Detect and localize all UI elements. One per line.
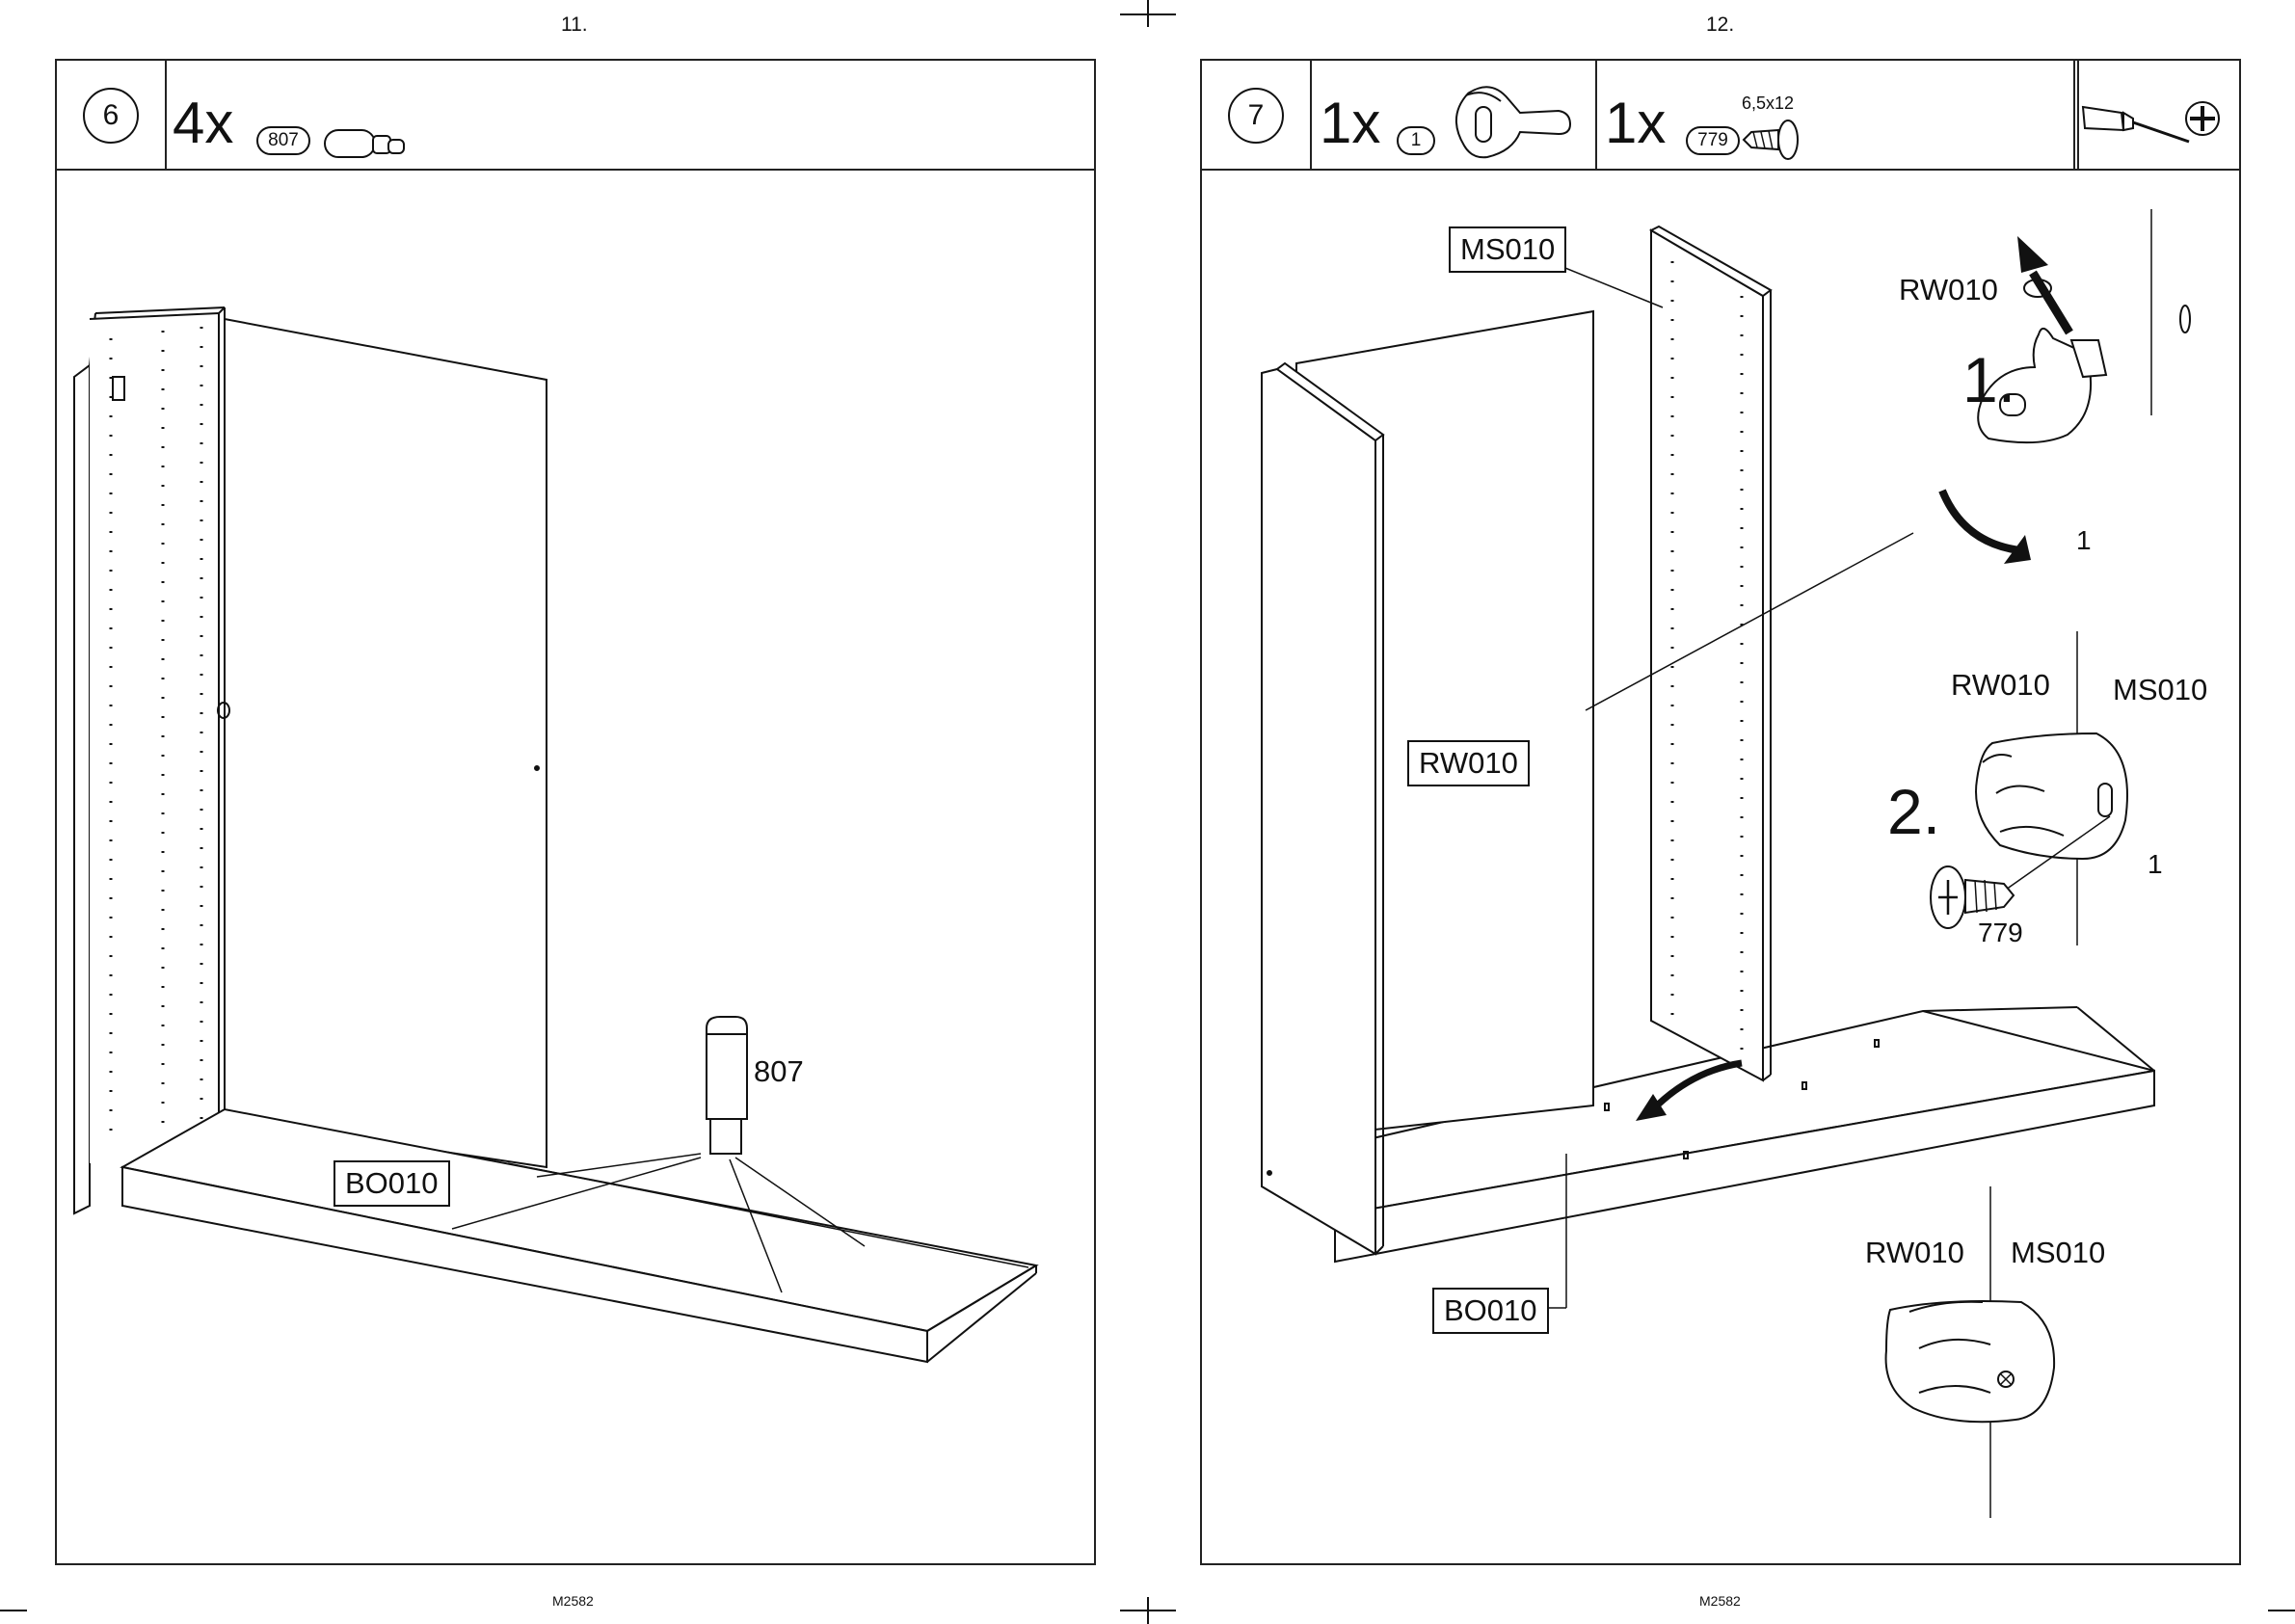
detail2-divider-label: MS010: [2113, 673, 2207, 707]
crop-mark-right: [2268, 1610, 2295, 1611]
page-number: 11.: [561, 13, 588, 37]
detail2-connector-label: 1: [2148, 849, 2163, 880]
detail3-divider-label: MS010: [2011, 1236, 2105, 1270]
back-panel: [225, 319, 547, 1167]
detail3-back-panel-label: RW010: [1865, 1236, 1964, 1270]
detail1-back-panel-label: RW010: [1899, 273, 1998, 307]
detail1-step-label: 1.: [1962, 343, 2015, 416]
bottom-panel-label: BO010: [1432, 1288, 1549, 1334]
page-footer: M2582: [1699, 1593, 1741, 1609]
detail2-step-label: 2.: [1887, 775, 1940, 848]
side-panel: [74, 365, 90, 1213]
dowel-label: 807: [754, 1054, 804, 1089]
back-panel-label: RW010: [1407, 740, 1530, 786]
page-number: 12.: [1706, 13, 1734, 37]
assembly-drawing-step7: [1200, 59, 2237, 1561]
middle-divider-label: MS010: [1449, 226, 1566, 273]
crop-mark-left: [0, 1610, 27, 1611]
crop-mark-top-h: [1120, 13, 1176, 15]
crop-mark-bottom-h: [1120, 1610, 1176, 1611]
detail2-screw-label: 779: [1978, 918, 2023, 948]
bottom-panel-label: BO010: [334, 1160, 450, 1207]
detail1-part-label: 1: [2076, 525, 2092, 556]
assembly-drawing-step6: [55, 59, 1092, 1561]
side-panel: [1262, 369, 1375, 1254]
detail2-back-panel-label: RW010: [1951, 668, 2050, 703]
page-footer: M2582: [552, 1593, 594, 1609]
middle-divider: [1651, 230, 1763, 1080]
